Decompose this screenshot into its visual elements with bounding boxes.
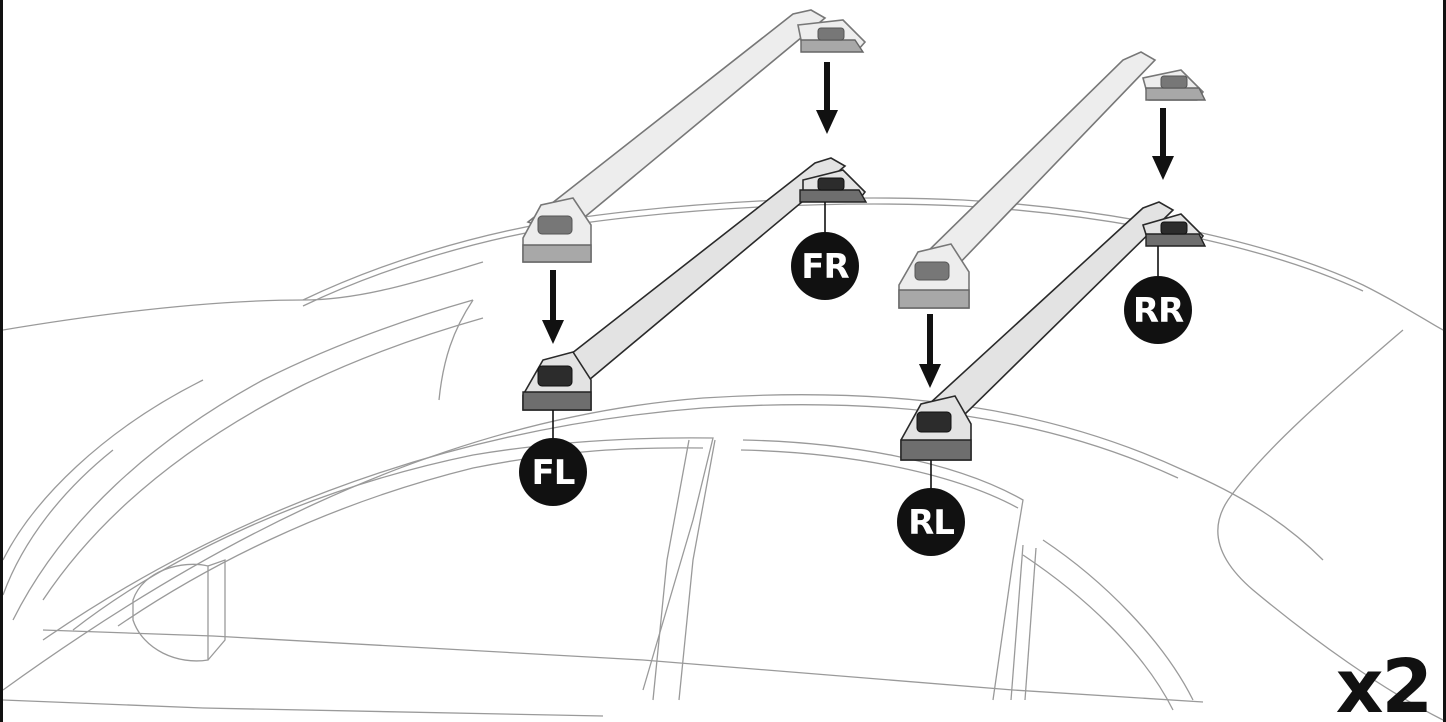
- badge-rear-right: RR: [1124, 276, 1192, 344]
- front-bar-installed: [522, 157, 868, 411]
- badge-label-rl: RL: [908, 503, 954, 543]
- down-arrow-icon: [1152, 108, 1174, 180]
- roof-rack-diagram: FR FL RR RL x2: [3, 9, 1444, 722]
- badge-label-rr: RR: [1133, 291, 1184, 331]
- quantity-multiplier: x2: [1336, 644, 1431, 722]
- down-arrow-icon: [816, 62, 838, 134]
- badge-label-fl: FL: [532, 453, 575, 493]
- car-outline: [3, 197, 1444, 721]
- down-arrow-icon: [542, 270, 564, 344]
- badge-label-fr: FR: [801, 247, 849, 287]
- rear-bar-ghost: [898, 51, 1207, 309]
- badge-front-right: FR: [791, 232, 859, 300]
- down-arrow-icon: [919, 314, 941, 388]
- front-bar-ghost: [522, 9, 867, 263]
- badge-rear-left: RL: [897, 488, 965, 556]
- rear-bar-installed: [900, 201, 1207, 461]
- badge-front-left: FL: [519, 438, 587, 506]
